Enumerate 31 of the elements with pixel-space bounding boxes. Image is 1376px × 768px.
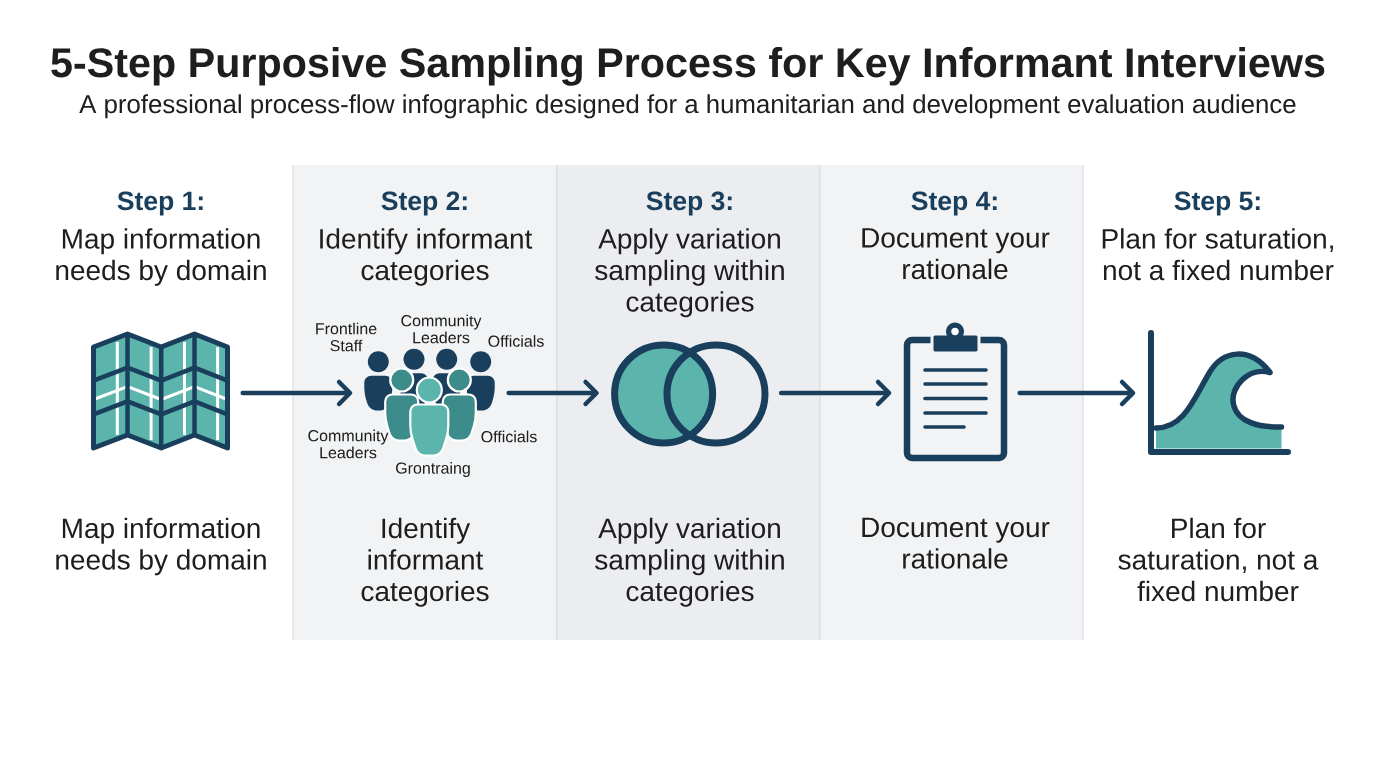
- arrow: [778, 379, 892, 407]
- map-icon: [91, 331, 230, 451]
- step-description: Document your rationale: [862, 517, 1050, 569]
- step-title: Document your rationale: [862, 228, 1050, 280]
- step-heading: Step 5:: [1174, 191, 1260, 216]
- clipboard-icon: [903, 322, 1008, 462]
- step-description: Map information needs by domain: [56, 517, 266, 576]
- title: 5-Step Purposive Sampling Process for Key Informant Interviews: [51, 47, 1325, 86]
- step-title: Identify informant categories: [320, 228, 533, 286]
- subtitle: A professional process-flow infographic designed for a humanitarian and development evaluation audience: [79, 94, 1296, 119]
- step-heading: Step 2:: [381, 191, 467, 216]
- category-label: Frontline Staff: [316, 322, 377, 352]
- step-title: Map information needs by domain: [56, 228, 266, 286]
- arrow: [1017, 379, 1136, 407]
- category-label: Officials: [488, 335, 544, 347]
- arrow: [240, 379, 353, 407]
- step-description: Apply variation sampling within categories: [595, 517, 784, 607]
- arrow: [506, 379, 599, 407]
- step-title: Apply variation sampling within categories: [595, 228, 784, 318]
- step-heading: Step 4:: [911, 191, 997, 216]
- category-label: Community Leaders: [308, 429, 389, 459]
- category-label: Officials: [481, 430, 537, 443]
- step-heading: Step 3:: [646, 191, 732, 216]
- category-label: Community Leaders: [401, 314, 482, 344]
- venn-diagram-icon: [611, 341, 769, 447]
- category-label: Grontraing: [396, 462, 470, 477]
- step-description: Plan for saturation, not a fixed number: [1118, 517, 1319, 602]
- step-description: Identify informant categories: [361, 517, 489, 607]
- step-title: Plan for saturation, not a fixed number: [1102, 228, 1334, 281]
- wave-chart-icon: [1148, 330, 1291, 455]
- step-heading: Step 1:: [117, 191, 203, 216]
